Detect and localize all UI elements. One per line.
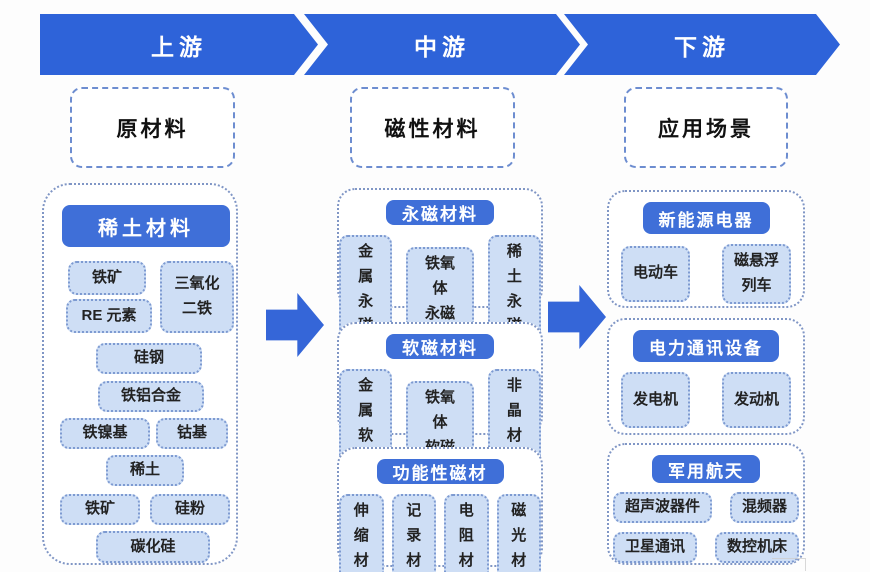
chip-row: 伸缩 材料 记录 材料 电阻 材料 磁光 材料 <box>339 494 541 572</box>
arrow-right-icon <box>266 293 324 357</box>
section-header-functional-magnets: 功能性磁材 <box>376 459 504 484</box>
chip-silicon-steel: 硅钢 <box>96 343 202 374</box>
chip-electric-vehicle: 电动车 <box>620 245 690 302</box>
chip-row: 超声波器件 混频器 <box>612 492 800 523</box>
chip-engine: 发动机 <box>722 372 792 428</box>
chip-recording: 记录 材料 <box>391 494 436 572</box>
stage-box-magnetic-materials: 磁性材料 <box>350 87 515 168</box>
chip-re-elements: RE 元素 <box>66 299 152 333</box>
panel-power-telecom: 电力通讯设备 发电机 发动机 <box>607 318 805 435</box>
chip-row: 卫星通讯 数控机床 <box>612 532 800 563</box>
chip-magneto-optical: 磁光 材料 <box>496 494 541 572</box>
banner-upstream: 上游 <box>40 14 318 75</box>
stage-box-raw-materials: 原材料 <box>70 87 235 168</box>
chip-ferric-oxide: 三氧化 二铁 <box>160 261 234 333</box>
panel-permanent-magnets: 永磁材料 金属 永磁 铁氧体 永磁 稀土 永磁 <box>337 188 543 344</box>
banner-midstream: 中游 <box>304 14 580 75</box>
panel-new-energy: 新能源电器 电动车 磁悬浮 列车 <box>607 190 805 308</box>
stage-label: 原材料 <box>116 117 189 141</box>
chip-cnc-machine: 数控机床 <box>715 532 800 563</box>
panel-functional-magnets: 功能性磁材 伸缩 材料 记录 材料 电阻 材料 磁光 材料 <box>337 447 543 572</box>
banner-midstream-label: 中游 <box>414 33 470 60</box>
stage-label: 应用场景 <box>658 117 754 141</box>
watermark-artifact <box>772 558 806 571</box>
banner-upstream-label: 上游 <box>151 33 207 60</box>
panel-upstream: 稀土材料 铁矿 三氧化 二铁 RE 元素 硅钢 铁铝合金 铁镍基 钴基 稀土 铁… <box>42 183 238 565</box>
chip-iron-ore-2: 铁矿 <box>60 494 140 525</box>
arrow-right-icon <box>548 285 606 349</box>
chip-rare-earth: 稀土 <box>106 455 184 486</box>
panel-soft-magnets: 软磁材料 金属 软磁 铁氧体 软磁 非晶 材料 <box>337 322 543 478</box>
chip-satellite-comms: 卫星通讯 <box>612 532 697 563</box>
chip-mixer: 混频器 <box>730 492 800 523</box>
section-header-permanent-magnets: 永磁材料 <box>386 200 494 225</box>
stage-label: 磁性材料 <box>384 117 481 141</box>
chip-row: 发电机 发动机 <box>620 372 792 428</box>
chip-silicon-carbide: 碳化硅 <box>96 531 210 563</box>
section-header-power-telecom: 电力通讯设备 <box>633 330 779 362</box>
chip-ultrasonic-devices: 超声波器件 <box>612 492 712 523</box>
banner-downstream: 下游 <box>564 14 840 75</box>
section-header-new-energy: 新能源电器 <box>642 202 770 234</box>
section-header-rare-earth: 稀土材料 <box>62 205 230 247</box>
section-header-military-aerospace: 军用航天 <box>652 455 760 483</box>
section-header-soft-magnets: 软磁材料 <box>386 334 494 359</box>
chip-generator: 发电机 <box>620 372 690 428</box>
chip-magnetostrictive: 伸缩 材料 <box>339 494 384 572</box>
chip-ferrite-permanent: 铁氧体 永磁 <box>406 247 474 332</box>
chip-maglev-train: 磁悬浮 列车 <box>722 244 792 304</box>
chip-fe-ni-base: 铁镍基 <box>60 418 150 449</box>
stage-box-applications: 应用场景 <box>624 87 788 168</box>
chip-iron-ore: 铁矿 <box>68 261 146 295</box>
panel-military-aerospace: 军用航天 超声波器件 混频器 卫星通讯 数控机床 <box>607 443 805 565</box>
chip-fe-al-alloy: 铁铝合金 <box>98 381 204 412</box>
chip-cobalt-base: 钴基 <box>156 418 228 449</box>
chip-resistive: 电阻 材料 <box>444 494 489 572</box>
banner-downstream-label: 下游 <box>674 33 730 60</box>
chip-silicon-powder: 硅粉 <box>150 494 230 525</box>
chip-row: 电动车 磁悬浮 列车 <box>620 244 792 304</box>
chip-row: 金属 软磁 铁氧体 软磁 非晶 材料 <box>339 369 541 478</box>
